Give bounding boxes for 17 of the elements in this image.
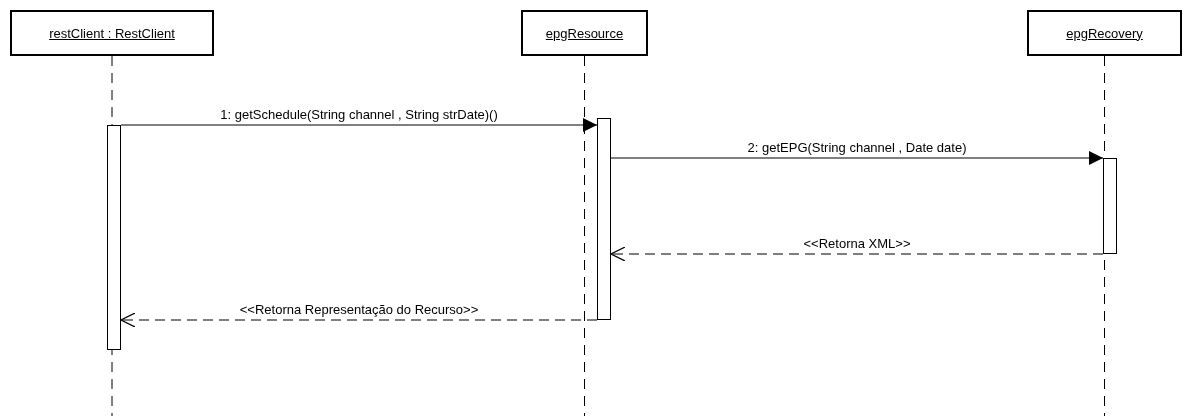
message-arrow (610, 151, 1104, 165)
participant-name: epgResource (545, 25, 624, 41)
participant-box (10, 10, 214, 56)
message-arrow (120, 118, 598, 132)
edge-label: 1: getSchedule(String channel , String strDate)() (218, 108, 500, 122)
return-arrow (120, 312, 598, 328)
return-arrow (610, 246, 1104, 262)
activation-bar (597, 118, 611, 320)
edge-label: <<Retorna XML>> (801, 237, 913, 251)
participant-box (521, 10, 648, 56)
edge-label: 2: getEPG(String channel , Date date) (745, 141, 969, 155)
participant-name: epgRecovery (1066, 25, 1143, 41)
edge-label: <<Retorna Representação do Recurso>> (237, 303, 481, 317)
activation-bar (107, 125, 121, 350)
participant-box (1027, 10, 1182, 56)
participant-name: restClient : RestClient (49, 25, 175, 41)
activation-bar (1103, 158, 1117, 254)
